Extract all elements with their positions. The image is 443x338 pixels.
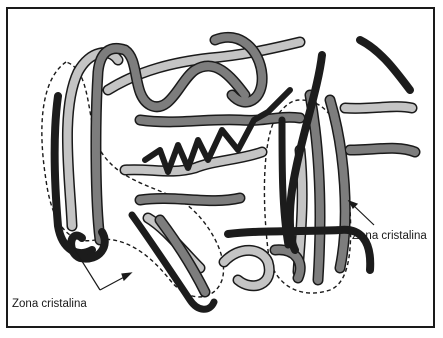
crystalline-zone-label-right: Zona cristalina <box>352 230 427 242</box>
chain-mid-8 <box>350 148 415 152</box>
arrow-left-head <box>122 273 131 280</box>
arrow-right-line <box>352 204 374 225</box>
crystalline-zone-label-left: Zona cristalina <box>12 298 87 310</box>
chain-layer-light <box>67 42 412 286</box>
pointer-arrows <box>70 201 374 290</box>
chain-dark-top <box>360 40 410 90</box>
chain-light-5 <box>345 107 412 109</box>
chain-mid-4 <box>140 117 300 122</box>
chain-mid-5 <box>160 220 205 292</box>
chain-mid-9 <box>140 198 240 201</box>
chain-dark-right-2 <box>282 120 288 245</box>
